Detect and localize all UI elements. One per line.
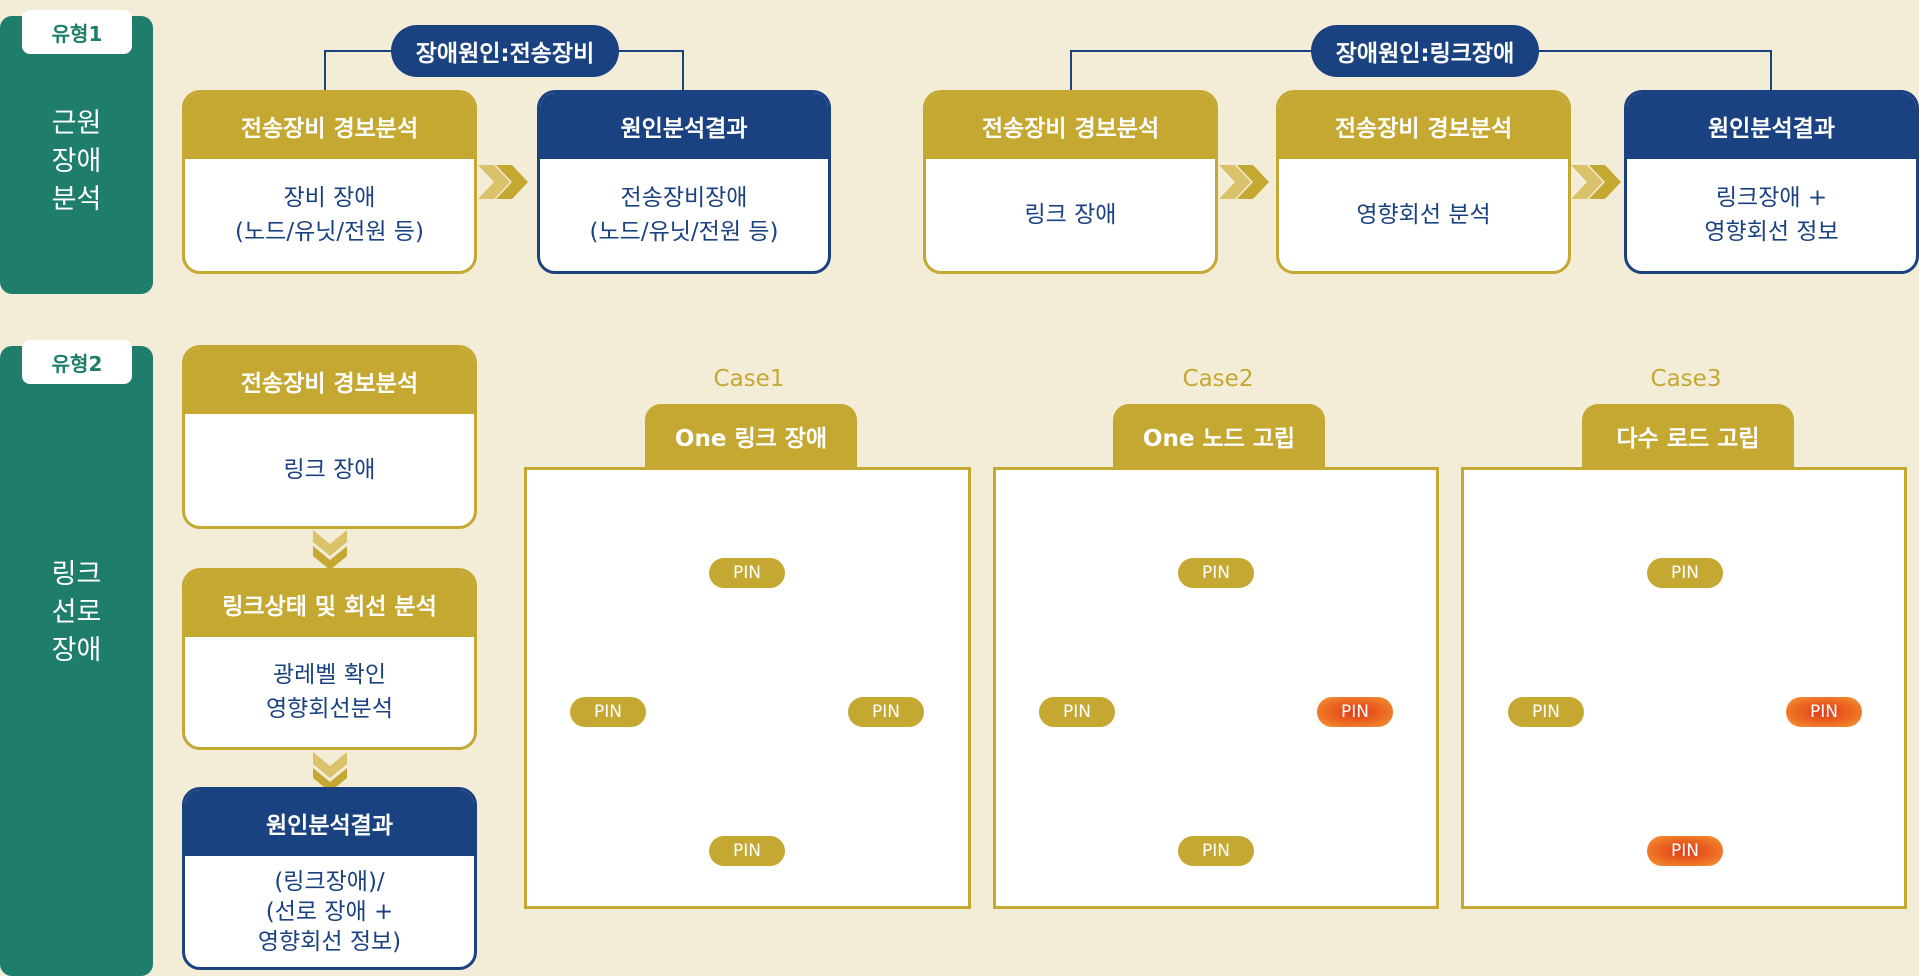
- flow-box-header: 전송장비 경보분석: [185, 348, 474, 414]
- case-panel: [993, 467, 1439, 909]
- pin-node: PIN: [1039, 697, 1115, 727]
- chevron-right-icon: [1571, 165, 1621, 199]
- pin-node-fault: PIN: [1647, 836, 1723, 866]
- case-label: Case1: [713, 366, 785, 392]
- chevron-right-icon: [478, 165, 528, 199]
- chevron-down-icon: [313, 752, 347, 792]
- case-panel: [1461, 467, 1907, 909]
- pin-node: PIN: [709, 836, 785, 866]
- pin-node-fault: PIN: [1317, 697, 1393, 727]
- flow-box-header: 링크상태 및 회선 분석: [185, 571, 474, 637]
- flow-box: 전송장비 경보분석 링크 장애: [182, 345, 477, 529]
- result-box: 원인분석결과 전송장비장애 (노드/유닛/전원 등): [537, 90, 831, 274]
- flow-box-header: 전송장비 경보분석: [185, 93, 474, 159]
- flow-box-body: 영향회선 분석: [1356, 202, 1491, 228]
- cause-pill-equipment: 장애원인:전송장비: [391, 25, 619, 77]
- flow-box: 전송장비 경보분석 링크 장애: [923, 90, 1218, 274]
- case-title: One 링크 장애: [645, 404, 857, 468]
- flow-box-body: 전송장비장애 (노드/유닛/전원 등): [589, 185, 779, 245]
- flow-box: 링크상태 및 회선 분석 광레벨 확인 영향회선분석: [182, 568, 477, 750]
- flow-box-body: 장비 장애 (노드/유닛/전원 등): [235, 185, 424, 245]
- pin-node: PIN: [1508, 697, 1584, 727]
- flow-box-body: (링크장애)/ (선로 장애 + 영향회선 정보): [257, 868, 402, 955]
- flow-box-header: 원인분석결과: [185, 790, 474, 856]
- pin-node: PIN: [1178, 558, 1254, 588]
- pin-node: PIN: [1647, 558, 1723, 588]
- pin-node: PIN: [848, 697, 924, 727]
- flow-box-header: 원인분석결과: [540, 93, 828, 159]
- case-panel: [524, 467, 971, 909]
- flow-box-header: 원인분석결과: [1627, 93, 1916, 159]
- chevron-right-icon: [1219, 165, 1269, 199]
- type1-label: 근원 장애 분석: [51, 108, 102, 215]
- type2-label: 링크 선로 장애: [51, 559, 102, 666]
- flow-box-header: 전송장비 경보분석: [1279, 93, 1568, 159]
- case-label: Case2: [1182, 366, 1254, 392]
- case-title: One 노드 고립: [1113, 404, 1325, 468]
- flow-box-body: 링크 장애: [1024, 202, 1117, 228]
- flow-box-body: 링크 장애: [283, 457, 376, 483]
- chevron-down-icon: [313, 530, 347, 570]
- result-box: 원인분석결과 (링크장애)/ (선로 장애 + 영향회선 정보): [182, 787, 477, 970]
- type2-bar: [0, 346, 153, 976]
- flow-box: 전송장비 경보분석 장비 장애 (노드/유닛/전원 등): [182, 90, 477, 274]
- pin-node-fault: PIN: [1786, 697, 1862, 727]
- flow-box-body: 광레벨 확인 영향회선분석: [266, 662, 393, 722]
- type1-tag: 유형1: [22, 10, 132, 54]
- type2-tag: 유형2: [22, 340, 132, 384]
- flow-box: 전송장비 경보분석 영향회선 분석: [1276, 90, 1571, 274]
- pin-node: PIN: [1178, 836, 1254, 866]
- pin-node: PIN: [709, 558, 785, 588]
- result-box: 원인분석결과 링크장애 + 영향회선 정보: [1624, 90, 1919, 274]
- pin-node: PIN: [570, 697, 646, 727]
- flow-box-body: 링크장애 + 영향회선 정보: [1704, 185, 1839, 245]
- cause-pill-link: 장애원인:링크장애: [1311, 25, 1539, 77]
- flow-box-header: 전송장비 경보분석: [926, 93, 1215, 159]
- case-label: Case3: [1650, 366, 1722, 392]
- case-title: 다수 로드 고립: [1582, 404, 1794, 468]
- type1-bar: [0, 16, 153, 294]
